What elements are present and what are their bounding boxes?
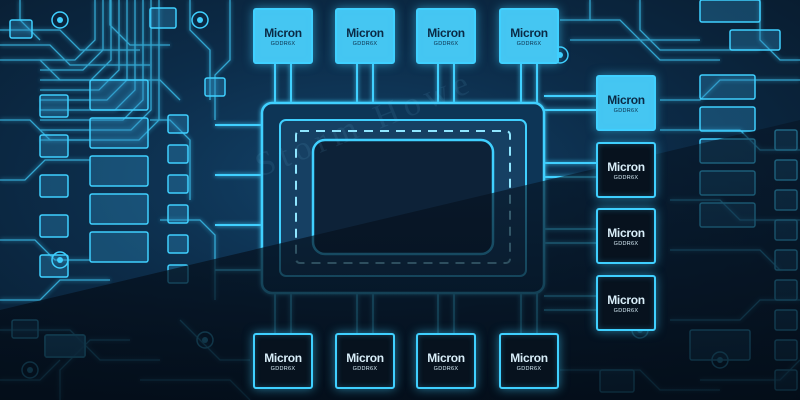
via <box>57 17 63 23</box>
chip-type-label: GDDR6X <box>270 366 296 372</box>
chip-type-label: GDDR6X <box>352 366 378 372</box>
trace <box>660 79 800 101</box>
chip-type-label: GDDR6X <box>613 108 639 114</box>
pad <box>39 214 69 238</box>
pad <box>167 114 189 134</box>
chip-brand-label: Micron <box>607 160 645 174</box>
pad <box>89 79 149 111</box>
trace <box>40 0 120 91</box>
pad <box>89 155 149 187</box>
pad <box>699 0 761 23</box>
pad <box>39 174 69 198</box>
chip-type-label: GDDR6X <box>270 41 296 47</box>
trace <box>40 0 136 111</box>
pad <box>167 204 189 224</box>
pad <box>89 231 149 263</box>
via <box>197 17 203 23</box>
chip-brand-label: Micron <box>510 351 548 365</box>
chip-brand-label: Micron <box>264 351 302 365</box>
chip-type-label: GDDR6X <box>613 175 639 181</box>
chip-type-label: GDDR6X <box>516 41 542 47</box>
via <box>51 11 69 29</box>
via <box>191 11 209 29</box>
pad <box>204 77 226 97</box>
pad <box>167 234 189 254</box>
chip-type-label: GDDR6X <box>433 366 459 372</box>
pad <box>729 29 781 51</box>
trace <box>109 0 170 46</box>
trace <box>0 239 90 261</box>
chip-brand-label: Micron <box>510 26 548 40</box>
via <box>57 257 63 263</box>
pad <box>149 7 177 29</box>
chip-brand-label: Micron <box>607 93 645 107</box>
trace <box>570 39 720 61</box>
chip-brand-label: Micron <box>427 351 465 365</box>
trace <box>639 0 760 51</box>
pad <box>39 94 69 118</box>
chip-brand-label: Micron <box>264 26 302 40</box>
chip-type-label: GDDR6X <box>613 241 639 247</box>
trace <box>40 0 128 101</box>
trace <box>0 44 150 66</box>
pad <box>89 117 149 149</box>
chip-type-label: GDDR6X <box>352 41 378 47</box>
trace <box>0 159 90 181</box>
chip-brand-label: Micron <box>427 26 465 40</box>
pad <box>167 144 189 164</box>
trace <box>560 19 700 41</box>
trace <box>40 0 152 131</box>
trace <box>40 0 112 81</box>
pad <box>9 19 33 39</box>
chip-type-label: GDDR6X <box>613 308 639 314</box>
pad <box>167 174 189 194</box>
chip-brand-label: Micron <box>607 226 645 240</box>
pad <box>89 193 149 225</box>
chip-type-label: GDDR6X <box>433 41 459 47</box>
chip-brand-label: Micron <box>607 293 645 307</box>
pad <box>699 74 756 100</box>
trace <box>40 0 104 71</box>
chip-brand-label: Micron <box>346 26 384 40</box>
trace <box>40 0 96 61</box>
pad <box>699 106 756 132</box>
trace <box>0 279 110 301</box>
trace <box>189 0 211 100</box>
trace <box>150 119 191 200</box>
trace <box>214 0 231 120</box>
chip-type-label: GDDR6X <box>516 366 542 372</box>
pad <box>39 134 69 158</box>
chip-brand-label: Micron <box>346 351 384 365</box>
via <box>51 251 69 269</box>
